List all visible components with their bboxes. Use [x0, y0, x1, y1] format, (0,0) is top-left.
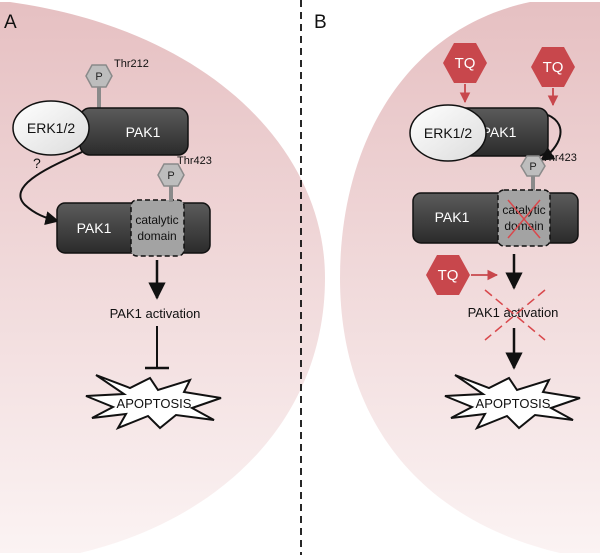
panel-a-background	[0, 2, 325, 553]
phospho-symbol-thr212: P	[95, 71, 102, 83]
pak1-label-top: PAK1	[126, 124, 161, 140]
erk-ellipse	[12, 100, 90, 156]
tq-label-3: TQ	[438, 267, 459, 284]
curved-arrow-to-domain	[19, 151, 83, 225]
catalytic-label-line1: catalytic	[135, 213, 178, 227]
apoptosis-starburst	[85, 374, 222, 430]
catalytic-inhibit-cross-2	[507, 199, 541, 239]
curved-arrow-to-phospho	[539, 114, 562, 161]
tq-label-2: TQ	[543, 59, 564, 76]
catalytic-label-line2-b: domain	[504, 219, 543, 233]
tq-label-1: TQ	[455, 55, 476, 72]
panel-b-label: B	[314, 12, 327, 33]
phospho-symbol-thr423-b: P	[529, 161, 536, 173]
catalytic-domain	[130, 199, 185, 257]
site-label-thr423-b: Thr423	[542, 152, 577, 164]
pak1-label-domain-b: PAK1	[435, 209, 470, 225]
panel-a: A P Thr212 PAK1 ERK1/2 ? PAK1 catalytic …	[0, 2, 325, 553]
question-mark: ?	[33, 155, 41, 171]
pak1-label-top-b: PAK1	[482, 124, 517, 140]
tq-hexagon-2	[531, 47, 575, 87]
panel-a-label: A	[4, 12, 17, 33]
erk-ellipse-b	[409, 104, 487, 162]
phospho-hexagon-thr212	[85, 64, 113, 88]
site-label-thr212: Thr212	[114, 58, 149, 70]
apoptosis-label: APOPTOSIS	[117, 396, 192, 411]
site-label-thr423: Thr423	[177, 155, 212, 167]
phospho-hexagon-thr423-b	[520, 155, 546, 177]
activation-label: PAK1 activation	[110, 306, 201, 321]
tq-hexagon-1	[443, 43, 487, 83]
tq-hexagon-3	[426, 255, 470, 295]
pak1-label-domain: PAK1	[77, 220, 112, 236]
catalytic-label-line1-b: catalytic	[502, 203, 545, 217]
panel-b: B TQ TQ PAK1 ERK1/2 P Thr423 PAK1 cataly…	[314, 2, 600, 553]
phospho-symbol-thr423: P	[167, 170, 174, 182]
erk-label-b: ERK1/2	[424, 125, 472, 141]
erk-label: ERK1/2	[27, 120, 75, 136]
catalytic-label-line2: domain	[137, 229, 176, 243]
phospho-hexagon-thr423	[157, 163, 185, 187]
apoptosis-starburst-b	[444, 374, 581, 430]
apoptosis-label-b: APOPTOSIS	[476, 396, 551, 411]
